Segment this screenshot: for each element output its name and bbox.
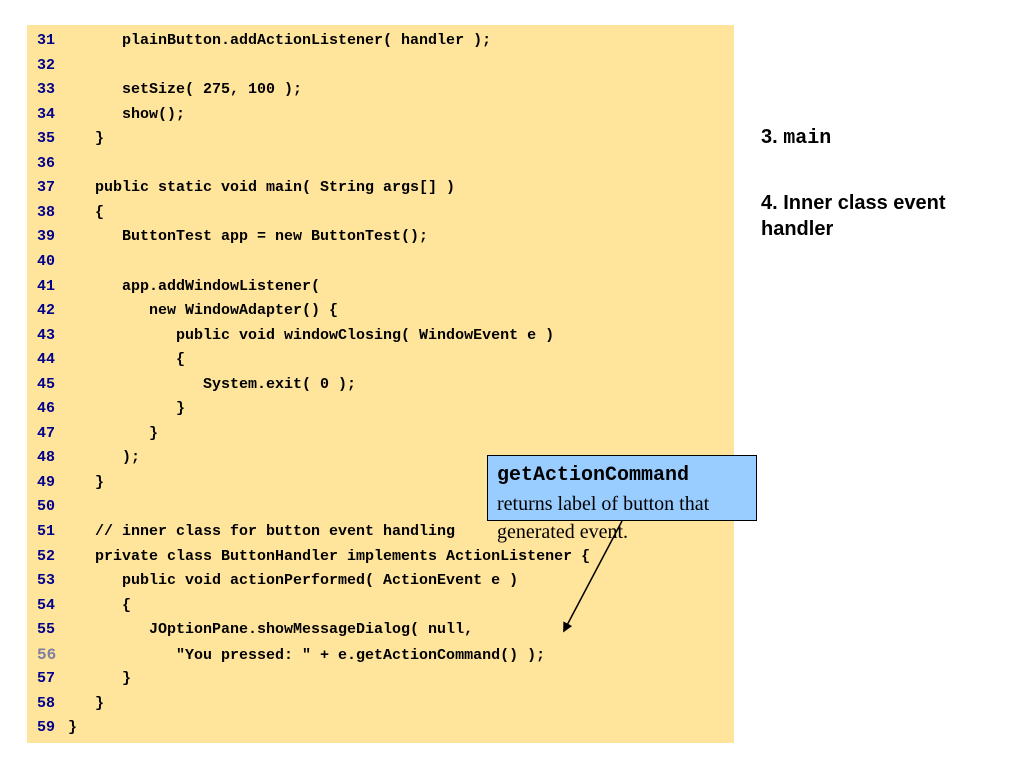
- code-line: 45 System.exit( 0 );: [27, 373, 356, 397]
- line-number: 48: [37, 449, 56, 467]
- code-line: 44 {: [27, 348, 185, 372]
- line-number: 44: [37, 351, 56, 369]
- callout-command: getActionCommand: [497, 464, 690, 487]
- line-code: }: [68, 670, 132, 688]
- line-code: setSize( 275, 100 );: [68, 81, 303, 99]
- line-code: new WindowAdapter() {: [68, 302, 339, 320]
- code-line: 54 {: [27, 594, 131, 618]
- line-number: 41: [37, 277, 56, 295]
- code-line: 33 setSize( 275, 100 );: [27, 78, 302, 102]
- line-code: public static void main( String args[] ): [68, 179, 456, 197]
- line-code: JOptionPane.showMessageDialog( null,: [68, 621, 474, 639]
- code-line: 42 new WindowAdapter() {: [27, 299, 338, 323]
- line-code: System.exit( 0 );: [68, 375, 357, 393]
- line-number: 47: [37, 424, 56, 442]
- line-number: 54: [37, 596, 56, 614]
- code-line: 56 "You pressed: " + e.getActionCommand(…: [27, 643, 545, 667]
- code-line: 46 }: [27, 397, 185, 421]
- line-number: 37: [37, 179, 56, 197]
- line-code: plainButton.addActionListener( handler )…: [68, 32, 492, 49]
- line-number: 52: [37, 547, 56, 565]
- line-code: "You pressed: " + e.getActionCommand() )…: [68, 646, 546, 664]
- line-number: 42: [37, 302, 56, 320]
- line-number: 49: [37, 473, 56, 491]
- code-line: 47 }: [27, 422, 158, 446]
- code-line: 38 {: [27, 201, 104, 225]
- line-number: 33: [37, 81, 56, 99]
- line-code: private class ButtonHandler implements A…: [68, 547, 591, 565]
- line-code: {: [68, 596, 132, 614]
- code-line: 31 plainButton.addActionListener( handle…: [27, 29, 491, 53]
- code-line: 32: [27, 54, 68, 78]
- line-code: ButtonTest app = new ButtonTest();: [68, 228, 429, 246]
- line-number: 40: [37, 252, 56, 270]
- line-code: public void actionPerformed( ActionEvent…: [68, 572, 519, 590]
- note-inner-class-handler: 4. Inner class event handler: [761, 192, 946, 240]
- line-code: );: [68, 449, 141, 467]
- line-code: }: [68, 473, 105, 491]
- line-code: public void windowClosing( WindowEvent e…: [68, 326, 555, 344]
- code-line: 41 app.addWindowListener(: [27, 275, 320, 299]
- line-number: 32: [37, 56, 56, 74]
- line-number: 58: [37, 694, 56, 712]
- line-code: app.addWindowListener(: [68, 277, 321, 295]
- code-line: 49 }: [27, 471, 104, 495]
- line-number: 55: [37, 621, 56, 639]
- code-line: 35 }: [27, 127, 104, 151]
- code-line: 55 JOptionPane.showMessageDialog( null,: [27, 618, 473, 642]
- note-main-keyword: main: [783, 127, 832, 150]
- line-code: // inner class for button event handling: [68, 523, 456, 540]
- line-number: 56: [37, 645, 57, 664]
- line-number: 43: [37, 326, 56, 344]
- line-number: 45: [37, 375, 56, 393]
- code-line: 51 // inner class for button event handl…: [27, 520, 455, 544]
- code-line: 48 );: [27, 446, 140, 470]
- line-number: 50: [37, 498, 56, 516]
- line-number: 31: [37, 32, 56, 49]
- code-line: 50: [27, 495, 68, 519]
- code-line: 36: [27, 152, 68, 176]
- line-number: 36: [37, 154, 56, 172]
- line-number: 57: [37, 670, 56, 688]
- code-line: 52 private class ButtonHandler implement…: [27, 545, 590, 569]
- note-main: 3. main: [761, 124, 831, 152]
- code-listing-panel: 31 plainButton.addActionListener( handle…: [27, 25, 734, 743]
- line-number: 35: [37, 130, 56, 148]
- note-main-prefix: 3.: [761, 126, 784, 148]
- line-number: 59: [37, 719, 56, 737]
- line-number: 46: [37, 400, 56, 418]
- line-number: 53: [37, 572, 56, 590]
- line-code: {: [68, 351, 186, 369]
- line-code: }: [68, 719, 78, 737]
- line-number: 38: [37, 203, 56, 221]
- line-code: show();: [68, 105, 186, 123]
- code-line: 53 public void actionPerformed( ActionEv…: [27, 569, 518, 593]
- line-number: 39: [37, 228, 56, 246]
- line-code: }: [68, 694, 105, 712]
- line-code: }: [68, 424, 159, 442]
- line-code: }: [68, 400, 186, 418]
- line-code: }: [68, 130, 105, 148]
- code-line: 57 }: [27, 667, 131, 691]
- line-number: 51: [37, 523, 56, 540]
- code-line: 43 public void windowClosing( WindowEven…: [27, 324, 554, 348]
- code-line: 34 show();: [27, 103, 185, 127]
- callout-box: getActionCommand returns label of button…: [487, 455, 757, 543]
- line-code: {: [68, 203, 105, 221]
- code-line: 58 }: [27, 692, 104, 716]
- code-line: 39 ButtonTest app = new ButtonTest();: [27, 225, 428, 249]
- code-line: 59}: [27, 716, 77, 740]
- code-line: 40: [27, 250, 68, 274]
- code-line: 37 public static void main( String args[…: [27, 176, 455, 200]
- line-number: 34: [37, 105, 56, 123]
